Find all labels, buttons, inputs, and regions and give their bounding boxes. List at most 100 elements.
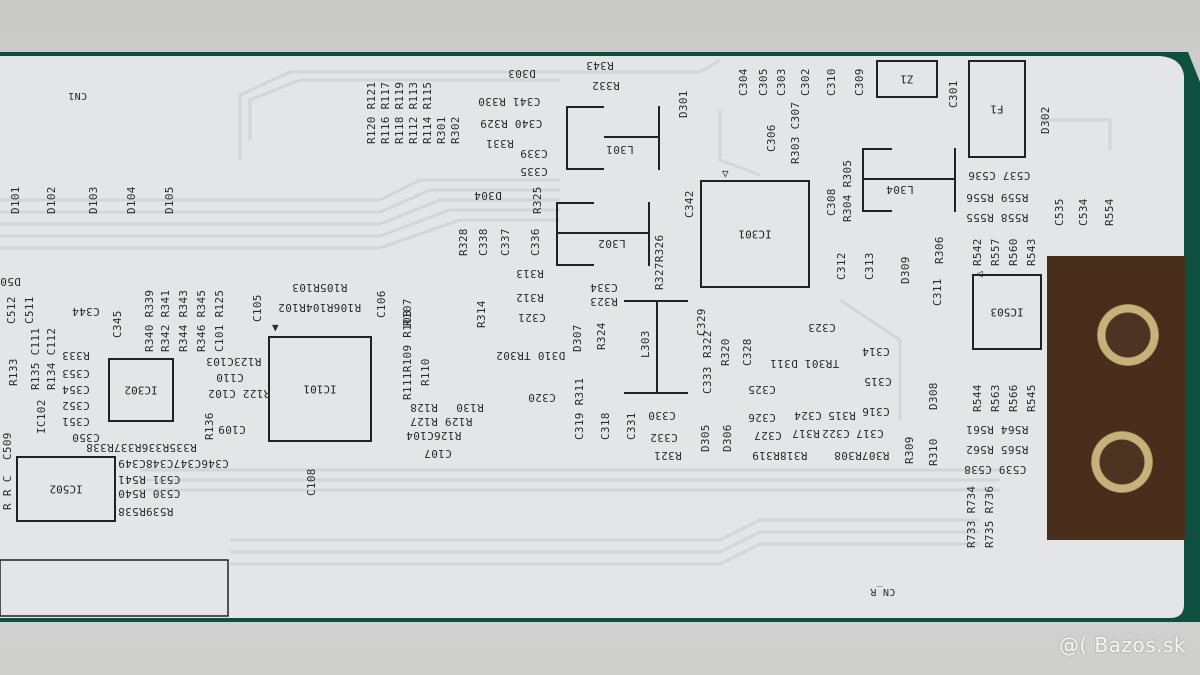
label-c345: C345 [111,310,124,338]
label-c332: C332 [650,431,678,444]
label-c539c538: C539 C538 [964,463,1027,476]
label-r342r341: R342 R341 [159,289,172,352]
label-r312: R312 [516,291,544,304]
label-r111r109r108: R111R109 R108 [401,310,414,400]
label-r331: R331 [486,137,514,150]
label-c316: C316 [862,405,890,418]
connector-cn1: CN1 [68,90,87,101]
label-c336: C336 [529,228,542,256]
label-r545: R545 [1025,384,1038,412]
label-c353: C353 [62,367,90,380]
l303-label: L303 [639,330,652,358]
label-r322: R322 [701,330,714,358]
label-d302: D302 [1039,106,1052,134]
label-c323: C323 [808,321,836,334]
label-r325: R325 [531,186,544,214]
ic101-chip: IC101 [268,336,372,442]
label-r317: R317 [792,427,820,440]
label-r324: R324 [595,322,608,350]
label-r539r538: R539R538 [118,505,174,518]
label-c333: C333 [701,366,714,394]
label-r307r308: R307R308 [834,449,890,462]
label-r563: R563 [989,384,1002,412]
label-c321: C321 [518,311,546,324]
label-c306: C306 [765,124,778,152]
label-r333: R333 [62,349,90,362]
ic301-label: IC301 [738,227,772,241]
label-c340r329: C340 R329 [480,117,543,130]
label-c107: C107 [424,447,452,460]
label-r313: R313 [516,267,544,280]
label-c315: C315 [864,375,892,388]
label-c106: C106 [375,290,388,318]
label-r110: R110 [419,358,432,386]
zener-label: Z1 [900,72,914,86]
label-r123c103: R123C103 [206,355,262,368]
label-c318: C318 [599,412,612,440]
label-c530r540: C530 R540 [118,487,181,500]
label-r-group4: R112 R113 [407,81,420,144]
ic101-label: IC101 [303,382,337,396]
label-r564r561: R564 R561 [966,423,1029,436]
label-c509: C509 [1,432,14,460]
label-c331: C331 [625,412,638,440]
label-r315: R315 [828,409,856,422]
label-r340r339: R340 R339 [143,289,156,352]
diode-d102: D102 [45,186,58,214]
label-r128: R128 [410,401,438,414]
label-c310: C310 [825,68,838,96]
label-d50: D50 [0,275,21,288]
label-c335: C335 [520,165,548,178]
label-c344: C344 [72,305,100,318]
label-c342: C342 [683,190,696,218]
label-r309: R309 [903,436,916,464]
ic503-chip: IC503 [972,274,1042,350]
label-c351: C351 [62,415,90,428]
label-r320: R320 [719,338,732,366]
ic101-pin1-marker: ▼ [272,321,279,334]
label-c352: C352 [62,399,90,412]
label-d309: D309 [899,256,912,284]
label-r343: R343 [586,59,614,72]
label-c308: C308 [825,188,838,216]
label-c108: C108 [305,468,318,496]
label-c341r330: C341 R330 [478,95,541,108]
label-r302: R302 [449,116,462,144]
fuse-label: F1 [990,102,1004,116]
label-d307: D307 [571,324,584,352]
label-r554: R554 [1103,198,1116,226]
label-r134c112: R134 C112 [45,327,58,390]
ic301-pin1-marker: ▽ [722,167,729,180]
label-c303: C303 [775,68,788,96]
label-r133: R133 [7,358,20,386]
label-c314: C314 [862,345,890,358]
label-r323: R323 [590,295,618,308]
label-r136: R136 [203,412,216,440]
label-r566: R566 [1007,384,1020,412]
label-r-frag: R R C [1,475,14,510]
label-r303c307: R303 C307 [789,101,802,164]
label-c304: C304 [737,68,750,96]
copper-mounting-area [1047,256,1185,540]
label-r105r103: R105R103 [292,281,348,294]
label-r318r319: R318R319 [752,449,808,462]
label-r328: R328 [457,228,470,256]
inductor-l302: L302 [556,202,650,266]
ic302-label: IC302 [124,383,158,397]
label-r335r336r337r338: R335R336R337R338 [86,441,197,454]
label-d304: D304 [474,189,502,202]
label-r122c102: R122 C102 [208,387,271,400]
mounting-hole-top [1097,304,1159,366]
label-c101r125: C101 R125 [213,289,226,352]
label-c317: C317 [856,427,884,440]
label-r332: R332 [592,79,620,92]
label-c110: C110 [216,371,244,384]
label-d310tr302: D310 TR302 [496,349,566,362]
label-r558r555: R558 R555 [966,211,1029,224]
label-c328: C328 [741,338,754,366]
label-r346r345: R346 R345 [195,289,208,352]
l304-label: L304 [886,183,914,196]
diode-d101: D101 [9,186,22,214]
pcb-traces [0,58,1112,566]
label-c330: C330 [648,409,676,422]
